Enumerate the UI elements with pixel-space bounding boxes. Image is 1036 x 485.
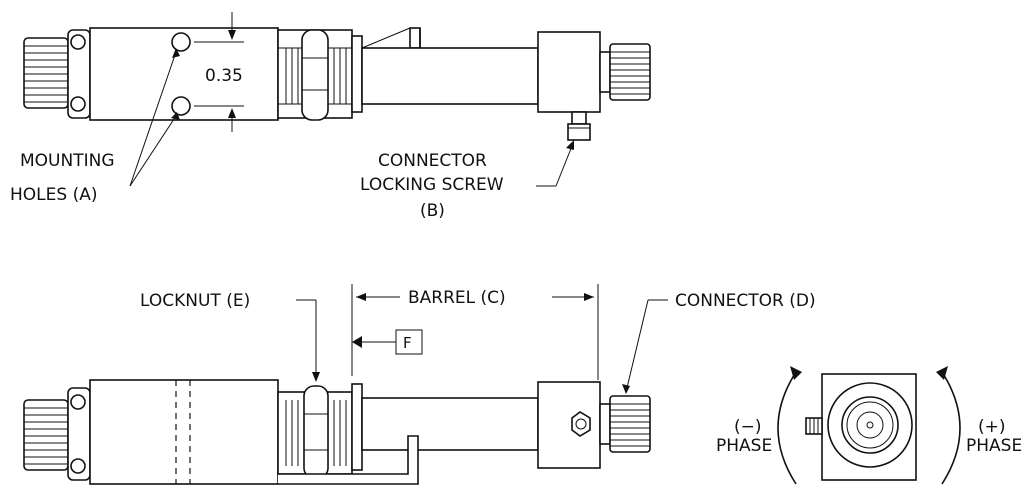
- barrel-dimension: [351, 284, 599, 380]
- top-view: 0.35: [10, 12, 651, 221]
- end-view-body: [821, 373, 917, 481]
- barrel-side: [361, 397, 539, 451]
- minus-rotation-arc: [777, 371, 797, 485]
- locking-screw-leader: [536, 140, 574, 187]
- connector-d-leader: [622, 299, 668, 394]
- mounting-hole-lower: [171, 96, 191, 116]
- locknut-side: [303, 385, 329, 479]
- phase-left-label: PHASE: [716, 436, 772, 456]
- barrel-top: [361, 47, 539, 105]
- flange-top: [351, 35, 363, 113]
- dimension-marker: [194, 12, 244, 132]
- holes-label: HOLES (A): [10, 185, 97, 205]
- plus-rotation-arc: [941, 371, 961, 485]
- dimension-label: 0.35: [205, 66, 243, 86]
- end-view: [777, 366, 961, 485]
- flange-side: [351, 383, 363, 471]
- bracket-side: [278, 435, 419, 485]
- locking-screw: [571, 111, 587, 125]
- barrel-label: BARREL (C): [408, 288, 506, 308]
- locknut-top: [301, 29, 329, 121]
- plus-sign: (+): [978, 417, 1006, 437]
- left-connector-top: [23, 29, 91, 119]
- connector-body-top: [537, 31, 601, 113]
- locknut-leader: [296, 299, 320, 382]
- phase-right-label: PHASE: [966, 436, 1022, 456]
- locking-screw-label-2: LOCKING SCREW: [360, 175, 504, 195]
- main-body-top: [89, 27, 279, 121]
- left-connector-side: [23, 387, 91, 481]
- mounting-hole-upper: [171, 32, 191, 52]
- right-connector-top: [599, 43, 651, 101]
- connector-d-label: CONNECTOR (D): [675, 291, 816, 311]
- side-view: LOCKNUT (E) BARREL (C) F CONNECTOR (D): [23, 284, 816, 485]
- datum-flag-label: F: [403, 334, 412, 352]
- mounting-leaders: [129, 48, 180, 187]
- main-body-side: [89, 379, 279, 485]
- locking-screw-label-1: CONNECTOR: [378, 151, 487, 171]
- datum-flag: [352, 329, 423, 355]
- locknut-label: LOCKNUT (E): [140, 291, 250, 311]
- right-connector-side: [599, 395, 651, 453]
- minus-sign: (−): [734, 417, 762, 437]
- mounting-label: MOUNTING: [20, 151, 115, 171]
- locking-screw-label-b: (B): [420, 201, 445, 221]
